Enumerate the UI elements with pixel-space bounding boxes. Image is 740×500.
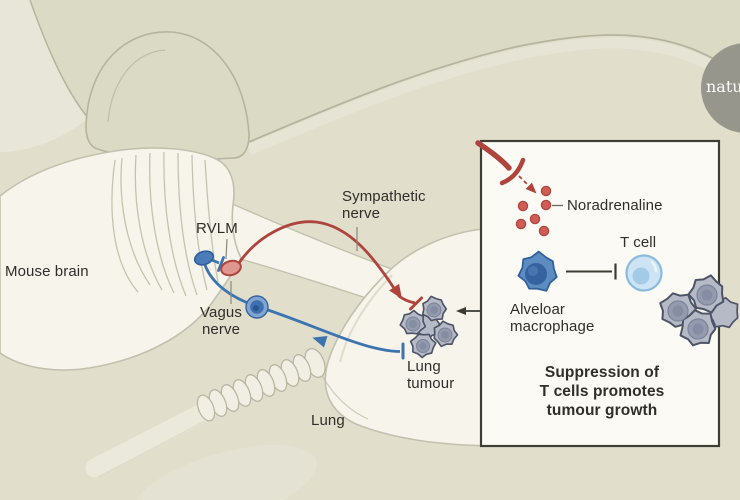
- vagus-arrowhead: [312, 336, 328, 348]
- sympathetic-arrowhead: [389, 283, 402, 299]
- nature-logo-text: natu: [706, 77, 740, 96]
- lung-label: Lung: [311, 412, 345, 429]
- vagus-nerve-path: [203, 256, 405, 360]
- inset-tumour-cells: [652, 269, 740, 349]
- noradrenaline-label: Noradrenaline: [567, 197, 663, 214]
- inset-noradrenaline-release: [475, 140, 563, 237]
- inset-panel-box: [479, 139, 721, 448]
- alveolar-macrophage-cell: [515, 247, 563, 296]
- sympathetic-terminal-bar: [409, 296, 423, 311]
- foreleg-highlight: [133, 445, 317, 500]
- t-cell-label: T cell: [620, 234, 657, 251]
- noradrenaline-dots: [515, 185, 552, 237]
- sympathetic-nerve-label: Sympathetic nerve: [342, 188, 426, 222]
- rvlm-leader-line: [225, 238, 228, 260]
- trachea: [85, 348, 326, 478]
- lung-tumour-cells: [396, 295, 462, 362]
- vagus-nerve-label: Vagus nerve: [200, 304, 242, 338]
- nature-logo-circle: [701, 43, 740, 133]
- vagus-inhibit-bar: [217, 256, 225, 272]
- nerve-terminal-icon: [499, 157, 526, 186]
- inhibition-connector: [566, 263, 617, 280]
- mouse-back-outline: [248, 34, 740, 143]
- mouse-brain-label: Mouse brain: [5, 263, 89, 280]
- mouse-ear: [85, 31, 250, 161]
- leader-lines: [225, 227, 358, 304]
- alveolar-macrophage-label: Alveloar macrophage: [510, 301, 595, 335]
- inset-pointer-arrow: [456, 307, 481, 315]
- vagus-nucleus: [193, 250, 215, 266]
- vagus-ganglion-node: [245, 295, 269, 319]
- sympathetic-nerve-path: [237, 220, 423, 311]
- t-cell-shape: [625, 254, 663, 292]
- mouse-brain-shape: [0, 147, 242, 371]
- lung-tumour-label: Lung tumour: [407, 358, 455, 392]
- inset-statement: Suppression of T cells promotes tumour g…: [539, 364, 665, 419]
- rvlm-label: RVLM: [196, 220, 238, 237]
- cerebellum-folds: [111, 151, 219, 297]
- rvlm-nucleus: [220, 259, 242, 277]
